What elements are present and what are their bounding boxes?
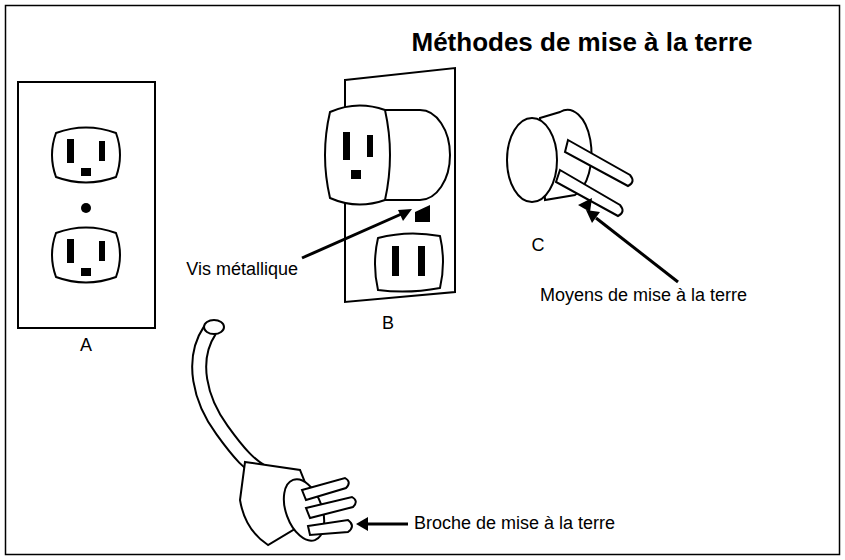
part-label: Moyens de mise à la terre bbox=[540, 286, 747, 306]
figure-letter: B bbox=[382, 314, 394, 334]
part-label: Broche de mise à la terre bbox=[414, 514, 615, 534]
part-label: Vis métallique bbox=[186, 260, 298, 280]
figure-letter: C bbox=[532, 236, 545, 256]
figure-letter: A bbox=[80, 336, 92, 356]
diagram-title: Méthodes de mise à la terre bbox=[411, 28, 752, 57]
